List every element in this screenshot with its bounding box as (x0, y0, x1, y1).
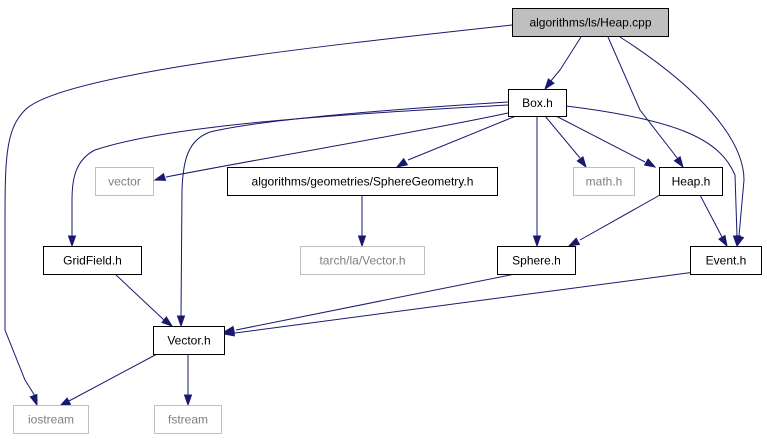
edge-arrowhead (67, 235, 77, 248)
graph-edges (4, 24, 745, 407)
edge-gridfield-h-to-vector-h (114, 273, 174, 327)
node-box (13, 405, 89, 434)
edge-heap-h-to-event-h (699, 194, 728, 248)
edge-line (549, 36, 582, 83)
edge-arrowhead (176, 315, 186, 328)
node-vector-h[interactable]: Vector.h (153, 326, 225, 355)
edge-vector-h-to-iostream (58, 353, 158, 407)
edge-box-h-to-sphere-h (532, 116, 542, 248)
node-label: GridField.h (63, 254, 122, 268)
edge-box-h-to-sphere-geometry-h (395, 115, 517, 168)
edge-arrowhead (576, 156, 587, 169)
node-box (573, 167, 635, 196)
edge-line (555, 115, 646, 163)
node-label: tarch/la/Vector.h (319, 254, 405, 268)
edge-line (180, 101, 509, 317)
edge-vector-h-to-fstream (183, 354, 193, 407)
edge-line (579, 194, 661, 241)
node-label: iostream (28, 413, 74, 427)
edge-line (4, 24, 513, 397)
edge-line (565, 105, 738, 237)
edge-arrowhead (222, 328, 236, 337)
node-fstream: fstream (154, 405, 222, 434)
edge-arrowhead (29, 393, 38, 407)
edge-box-h-to-gridfield-h (67, 104, 509, 248)
node-vector: vector (95, 167, 154, 196)
node-label: algorithms/ls/Heap.cpp (529, 16, 651, 30)
edge-arrowhead (544, 78, 555, 91)
node-label: vector (108, 175, 141, 189)
node-label: math.h (586, 175, 623, 189)
node-label: fstream (168, 413, 208, 427)
node-label: algorithms/geometries/SphereGeometry.h (252, 175, 474, 189)
edge-heap-cpp-to-event-h (619, 36, 745, 248)
node-label: Event.h (706, 254, 747, 268)
node-heap-h[interactable]: Heap.h (659, 167, 723, 196)
edge-box-h-to-heap-h (555, 115, 657, 168)
edge-box-h-to-math-h (544, 115, 587, 169)
edge-arrowhead (732, 235, 742, 248)
edge-line (114, 273, 165, 321)
edge-box-h-to-vector-h (176, 101, 509, 328)
node-label: Vector.h (167, 334, 210, 348)
edge-line (699, 194, 723, 238)
node-sphere-geometry-h[interactable]: algorithms/geometries/SphereGeometry.h (227, 167, 498, 196)
edge-line (607, 36, 679, 160)
node-event-h[interactable]: Event.h (690, 246, 762, 275)
edge-line (407, 115, 517, 161)
edge-arrowhead (532, 235, 542, 248)
edge-line (235, 273, 516, 331)
node-label: Box.h (522, 96, 553, 110)
node-math-h: math.h (573, 167, 635, 196)
node-box (300, 246, 425, 275)
node-sphere-h[interactable]: Sphere.h (497, 246, 576, 275)
node-label: Sphere.h (512, 254, 561, 268)
edge-line (165, 112, 509, 178)
node-label: Heap.h (672, 175, 711, 189)
node-box (659, 167, 723, 196)
node-box (508, 89, 567, 117)
node-box (512, 8, 669, 37)
node-heap-cpp[interactable]: algorithms/ls/Heap.cpp (512, 8, 669, 37)
edge-heap-h-to-sphere-h (567, 194, 661, 247)
node-iostream: iostream (13, 405, 89, 434)
node-box (497, 246, 576, 275)
edge-heap-cpp-to-box-h (544, 36, 582, 91)
node-box (154, 405, 222, 434)
edge-arrowhead (567, 237, 581, 247)
edge-line (544, 115, 581, 159)
edge-arrowhead (643, 158, 657, 168)
edge-arrowhead (161, 316, 174, 327)
node-box (43, 246, 142, 275)
edge-arrowhead (183, 394, 193, 407)
edge-arrowhead (718, 234, 728, 248)
edge-heap-cpp-to-heap-h (607, 36, 684, 169)
edge-arrowhead (357, 235, 367, 248)
node-box (227, 167, 498, 196)
node-box-h[interactable]: Box.h (508, 89, 567, 117)
edge-arrowhead (153, 172, 167, 181)
edge-line (234, 271, 696, 334)
edge-heap-cpp-to-iostream (4, 24, 513, 407)
node-tarch-vector-h: tarch/la/Vector.h (300, 246, 425, 275)
edge-arrowhead (395, 157, 409, 168)
edge-event-h-to-vector-h (222, 271, 696, 337)
edge-line (71, 104, 509, 236)
edge-arrowhead (58, 397, 72, 407)
edge-line (68, 353, 158, 402)
node-box (95, 167, 154, 196)
edge-sphere-geometry-h-to-tarch-vector-h (357, 195, 367, 248)
node-gridfield-h[interactable]: GridField.h (43, 246, 142, 275)
edge-box-h-to-event-h (565, 105, 742, 248)
node-box (690, 246, 762, 275)
edge-arrowhead (673, 155, 684, 169)
edge-line (619, 36, 745, 237)
node-box (153, 326, 225, 355)
edge-sphere-h-to-vector-h (222, 273, 516, 334)
edge-box-h-to-vector (153, 112, 509, 181)
